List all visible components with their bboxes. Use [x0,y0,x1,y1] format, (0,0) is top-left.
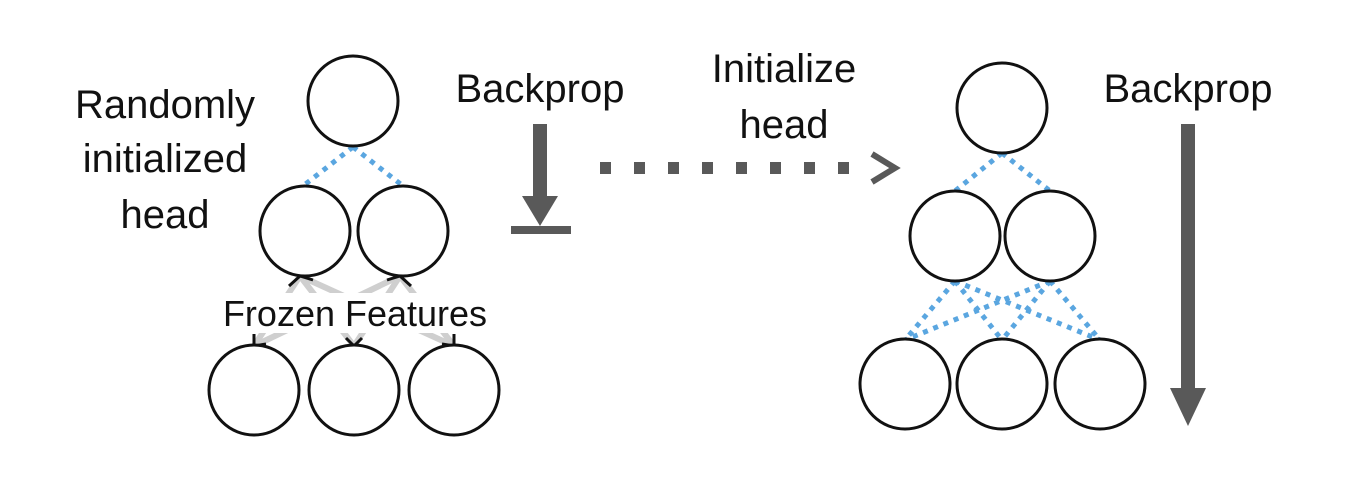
left-network: Frozen Features Randomly initialized hea… [75,54,625,437]
left-input-node-3 [407,343,501,437]
right-input-node-3 [1053,337,1147,431]
left-backprop-label: Backprop [456,67,625,111]
blocked-backprop-arrow [511,124,571,234]
initialize-label-line-1: Initialize [712,47,857,91]
right-input-node-2 [955,337,1049,431]
frozen-label-bg [205,293,505,333]
right-network: Backprop [858,61,1273,431]
full-backprop-arrow [1170,124,1206,426]
right-connections [903,151,1102,343]
head-label-line-1: Randomly [75,83,255,127]
frozen-features-label: Frozen Features [223,293,487,334]
right-input-node-1 [858,337,952,431]
right-hidden-node-2 [1003,189,1097,283]
left-hidden-node-2 [356,184,450,278]
head-connections [301,145,405,188]
left-input-node-2 [307,343,401,437]
left-head-output-node [306,54,400,148]
right-head-output-node [955,61,1049,155]
head-label-line-3: head [121,193,210,237]
right-hidden-node-1 [908,189,1002,283]
right-backprop-label: Backprop [1104,67,1273,111]
left-hidden-node-1 [258,184,352,278]
initialize-label-line-2: head [740,103,829,147]
left-input-node-1 [207,343,301,437]
transition-arrowhead [870,151,901,185]
head-label-line-2: initialized [83,137,248,181]
initialize-head-transition: Initialize head [600,47,901,185]
